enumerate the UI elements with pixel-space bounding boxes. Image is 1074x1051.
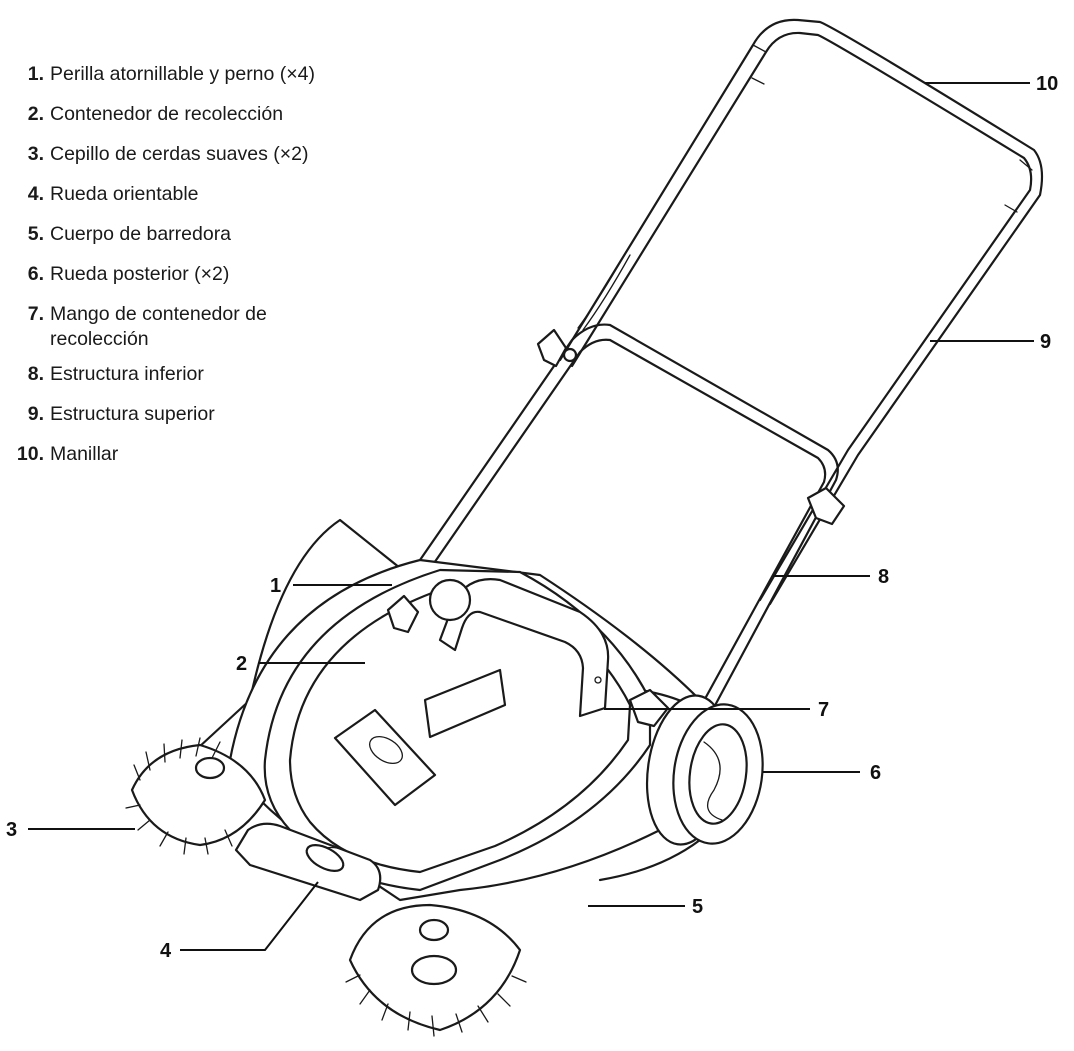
part-number: 6. (27, 263, 44, 285)
callout-5: 5 (692, 896, 703, 918)
part-label: Estructura inferior (50, 363, 204, 385)
part-number: 4. (27, 183, 44, 205)
part-item: 9. Estructura superior (0, 402, 380, 427)
upper-frame-drawing (558, 18, 1044, 606)
part-label: Mango de contenedor de recolección (50, 303, 267, 350)
part-item: 4. Rueda orientable (0, 182, 380, 207)
part-item: 2. Contenedor de recolección (0, 102, 380, 127)
part-number: 1. (27, 63, 44, 85)
callout-8: 8 (878, 566, 889, 588)
part-number: 3. (27, 143, 44, 165)
callout-6: 6 (870, 762, 881, 784)
part-number: 10. (16, 443, 44, 465)
callout-3: 3 (6, 819, 17, 841)
callout-2: 2 (236, 653, 247, 675)
part-number: 2. (27, 103, 44, 125)
rear-wheel-drawing (386, 578, 764, 846)
parts-list: 1. Perilla atornillable y perno (×4) 2. … (0, 62, 380, 482)
part-item: 3. Cepillo de cerdas suaves (×2) (0, 142, 380, 167)
callout-numbers: 1 2 3 4 5 6 7 8 9 10 (6, 73, 1058, 962)
part-label: Rueda orientable (50, 183, 199, 205)
callout-1: 1 (270, 575, 281, 597)
part-number: 8. (27, 363, 44, 385)
callout-10: 10 (1036, 73, 1058, 95)
part-label: Estructura superior (50, 403, 215, 425)
part-label: Cepillo de cerdas suaves (×2) (50, 143, 309, 165)
leader-lines (28, 82, 1034, 951)
part-item: 8. Estructura inferior (0, 362, 380, 387)
part-item: 1. Perilla atornillable y perno (×4) (0, 62, 380, 87)
part-item: 6. Rueda posterior (×2) (0, 262, 380, 287)
part-number: 5. (27, 223, 44, 245)
lower-frame-drawing (418, 323, 846, 754)
part-item: 10. Manillar (0, 442, 380, 467)
part-label: Contenedor de recolección (50, 103, 284, 125)
callout-4: 4 (160, 940, 172, 962)
brushes-drawing (125, 737, 527, 1037)
part-label: Perilla atornillable y perno (×4) (50, 63, 316, 85)
part-item: 7. Mango de contenedor de recolección (0, 302, 380, 352)
callout-7: 7 (818, 699, 829, 721)
part-label: Manillar (50, 443, 119, 465)
part-item: 5. Cuerpo de barredora (0, 222, 380, 247)
part-label: Cuerpo de barredora (50, 223, 232, 245)
part-label: Rueda posterior (×2) (50, 263, 230, 285)
part-number: 7. (27, 303, 44, 325)
callout-9: 9 (1040, 331, 1051, 353)
part-number: 9. (27, 403, 44, 425)
